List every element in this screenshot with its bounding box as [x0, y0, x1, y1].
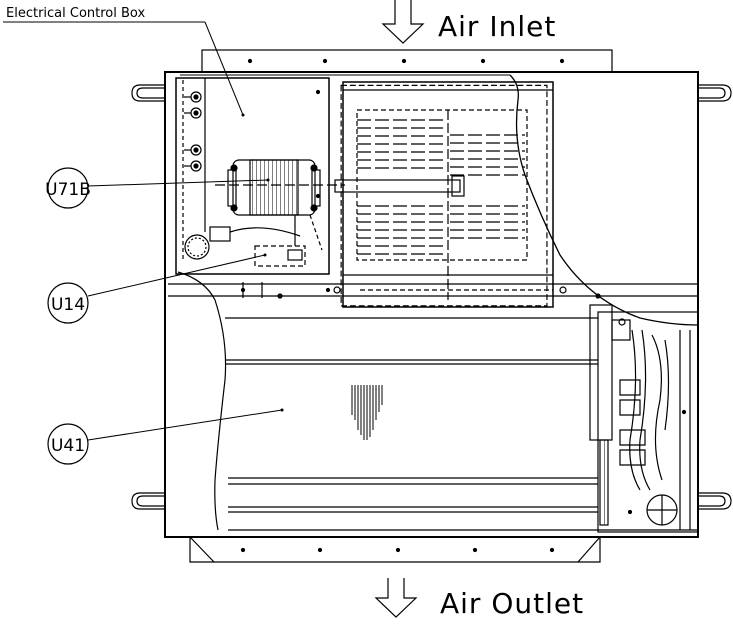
callout-u71b: U71B — [45, 167, 270, 209]
callout-u71b-label: U71B — [45, 180, 91, 200]
cutaway-upper — [509, 74, 699, 326]
fan-motor — [215, 159, 345, 216]
air-inlet-label: Air Inlet — [438, 10, 556, 43]
electrical-control-box — [175, 77, 345, 275]
callout-u14-label: U14 — [51, 295, 85, 315]
callout-u41: U41 — [47, 408, 284, 465]
air-inlet-indicator: Air Inlet — [381, 0, 556, 44]
gear-icon — [184, 234, 210, 260]
blower-housing — [334, 81, 554, 308]
air-outlet-indicator: Air Outlet — [374, 578, 584, 620]
coil-fins — [351, 385, 383, 440]
leader-line-electrical-control-box — [204, 21, 244, 116]
piping-assembly — [589, 304, 699, 533]
electrical-control-box-label-group: Electrical Control Box — [3, 6, 245, 117]
terminal-screw-icons — [184, 91, 202, 172]
callout-u14: U14 — [47, 253, 267, 324]
air-outlet-label: Air Outlet — [440, 587, 584, 620]
heat-exchanger-section — [177, 271, 698, 531]
air-outlet-arrow-icon — [374, 578, 418, 618]
callout-u41-label: U41 — [51, 436, 85, 456]
hanger-brackets — [131, 84, 732, 510]
mounting-rail — [168, 282, 698, 299]
inlet-flange — [201, 49, 613, 73]
unit-housing — [164, 71, 699, 538]
blower-wheel — [357, 119, 525, 255]
outlet-flange — [189, 536, 601, 563]
electrical-control-box-label: Electrical Control Box — [6, 6, 145, 21]
air-inlet-arrow-icon — [381, 0, 425, 44]
